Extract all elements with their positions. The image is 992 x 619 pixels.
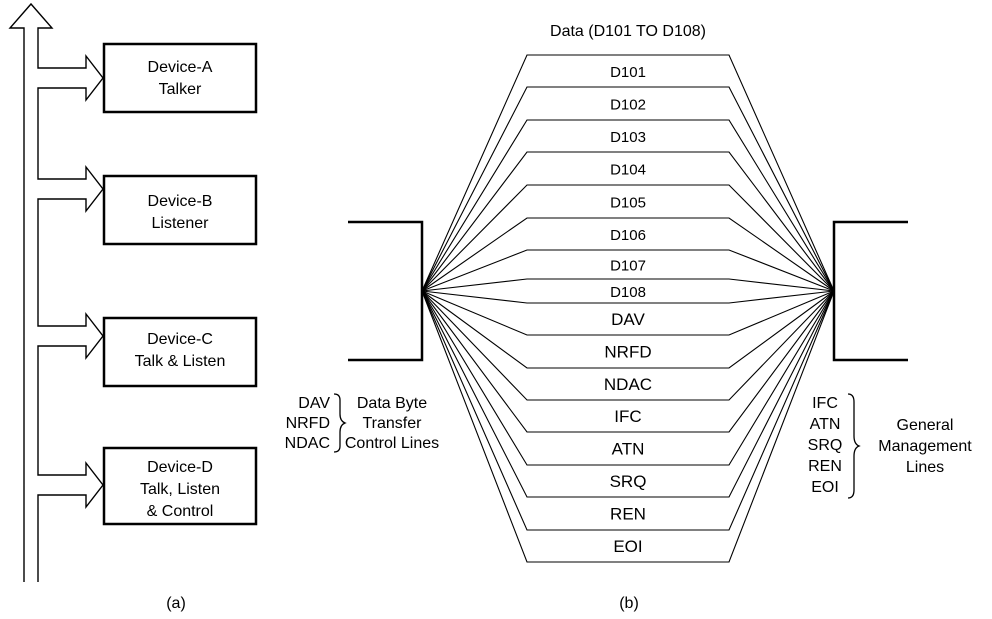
bus-line xyxy=(421,54,835,292)
bus-line-label: D107 xyxy=(610,258,646,275)
bus-line-label: D102 xyxy=(610,97,646,114)
device-a-role: Talker xyxy=(159,81,202,98)
right-group-item: ATN xyxy=(810,416,841,433)
data-bus-title: Data (D101 TO D108) xyxy=(550,23,706,40)
right-group-item: IFC xyxy=(812,395,838,412)
left-group-item: NDAC xyxy=(285,435,330,452)
bus-line-label: D101 xyxy=(610,64,646,81)
bus-line-label: D108 xyxy=(610,284,646,301)
right-group-label: Management xyxy=(878,438,972,455)
bus-line-label: NDAC xyxy=(604,375,652,394)
device-d-role-2: & Control xyxy=(147,503,214,520)
bus-line-label: D104 xyxy=(610,162,646,179)
bus-line-label: D105 xyxy=(610,195,646,212)
bus-outline xyxy=(8,2,104,582)
bus-line-label: D106 xyxy=(610,227,646,244)
left-group-label: Transfer xyxy=(363,415,423,432)
left-group-brace xyxy=(333,393,347,453)
bus-line-label: EOI xyxy=(613,537,642,556)
bus-line xyxy=(421,217,835,292)
bus-line-label: D103 xyxy=(610,129,646,146)
bus-line xyxy=(421,290,835,531)
device-c-role: Talk & Listen xyxy=(135,353,226,370)
bus-line xyxy=(421,290,835,369)
left-group-item: NRFD xyxy=(286,415,330,432)
left-group-label: Control Lines xyxy=(345,435,439,452)
right-group-item: SRQ xyxy=(808,437,843,454)
device-d-role: Talk, Listen xyxy=(140,481,220,498)
right-group-label: General xyxy=(897,417,954,434)
caption-a: (a) xyxy=(166,595,186,612)
left-group: DAV NRFD NDAC Data Byte Transfer Control… xyxy=(285,393,439,453)
bus-line xyxy=(421,290,835,563)
bus-line xyxy=(421,290,835,336)
right-connector xyxy=(832,220,908,362)
device-d-box: Device-D Talk, Listen & Control xyxy=(102,446,258,526)
bus-line xyxy=(421,278,835,292)
right-group-label: Lines xyxy=(906,459,944,476)
device-a-box: Device-A Talker xyxy=(102,42,258,114)
left-connector xyxy=(348,220,424,362)
device-b-name: Device-B xyxy=(148,193,213,210)
right-group-item: REN xyxy=(808,458,842,475)
bus-line-label: DAV xyxy=(611,310,645,329)
bus-line-label: ATN xyxy=(612,440,645,459)
device-d-name: Device-D xyxy=(147,459,213,476)
bus-line xyxy=(421,184,835,292)
left-group-item: DAV xyxy=(298,395,330,412)
bus-line xyxy=(421,249,835,292)
bus-line-label: SRQ xyxy=(610,472,647,491)
device-c-name: Device-C xyxy=(147,331,213,348)
bus-line xyxy=(421,151,835,292)
right-group-brace xyxy=(847,393,861,499)
bus-line xyxy=(421,290,835,466)
device-b-box: Device-B Listener xyxy=(102,174,258,246)
device-c-box: Device-C Talk & Listen xyxy=(102,316,258,388)
bus-line-label: NRFD xyxy=(604,343,651,362)
panel-a: Device-A Talker Device-B Listener Device… xyxy=(8,2,258,612)
bus-line xyxy=(421,290,835,401)
bus-line xyxy=(421,119,835,292)
bus-line xyxy=(421,86,835,292)
bus-line xyxy=(421,290,835,498)
device-a-name: Device-A xyxy=(148,59,213,76)
left-group-label: Data Byte xyxy=(357,395,427,412)
bus-line-label: IFC xyxy=(614,407,641,426)
bus-line-label: REN xyxy=(610,505,646,524)
right-group: IFC ATN SRQ REN EOI General Management L… xyxy=(808,393,972,499)
bus-line xyxy=(421,290,835,433)
caption-b: (b) xyxy=(619,595,639,612)
right-group-item: EOI xyxy=(811,479,839,496)
bus-line-group xyxy=(421,54,835,563)
device-b-role: Listener xyxy=(152,215,210,232)
bus-line xyxy=(421,290,835,304)
